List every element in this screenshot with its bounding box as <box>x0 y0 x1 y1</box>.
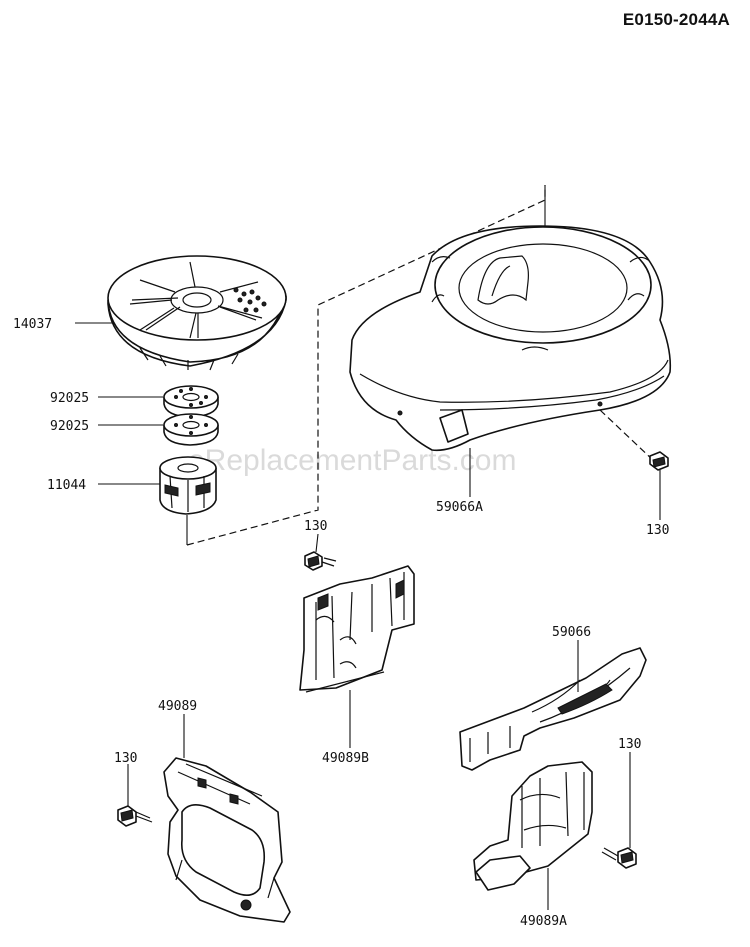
cover-49089A <box>473 761 593 891</box>
callout-11044: 11044 <box>47 478 86 493</box>
callout-49089A: 49089A <box>520 914 567 929</box>
callout-130-left: 130 <box>114 751 137 766</box>
washer-92025-upper <box>163 385 219 418</box>
plate-49089B <box>299 565 415 693</box>
cover-49089 <box>163 757 291 923</box>
callout-130-housing: 130 <box>646 523 669 538</box>
callout-92025-lower: 92025 <box>50 419 89 434</box>
callout-59066A: 59066A <box>436 500 483 515</box>
bolt-130-housing <box>649 451 669 471</box>
shroud-59066 <box>459 647 647 771</box>
callout-130-plate: 130 <box>304 519 327 534</box>
washer-92025-lower <box>163 413 219 446</box>
bolt-130-plate <box>304 551 337 571</box>
blower-housing-59066A <box>349 225 672 452</box>
cooling-fan-14037 <box>107 255 287 371</box>
watermark: eReplacementParts.com <box>188 444 516 477</box>
diagram-id: E0150-2044A <box>622 10 730 29</box>
callout-49089B: 49089B <box>322 751 369 766</box>
callout-59066: 59066 <box>552 625 591 640</box>
bolt-130-left <box>117 805 153 827</box>
callout-92025-upper: 92025 <box>50 391 89 406</box>
callout-49089: 49089 <box>158 699 197 714</box>
callout-14037: 14037 <box>13 317 52 332</box>
callout-130-right: 130 <box>618 737 641 752</box>
hub-11044 <box>159 456 217 515</box>
bolt-130-right <box>601 847 637 869</box>
